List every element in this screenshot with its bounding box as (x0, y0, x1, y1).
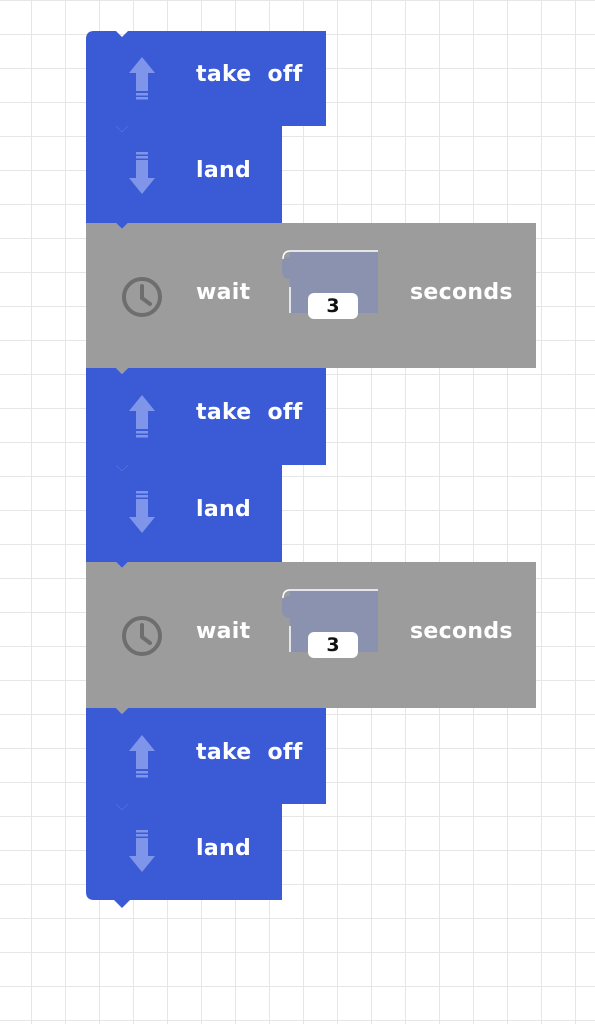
arrow-down-icon (129, 491, 155, 533)
block-shape (86, 368, 326, 471)
arrow-up-icon (129, 395, 155, 438)
arrow-up-icon (129, 57, 155, 100)
block-shape (86, 31, 326, 132)
block-label: wait (196, 619, 251, 644)
take-off-block[interactable]: take off (86, 708, 326, 810)
block-label: take off (196, 62, 303, 87)
unit-label: seconds (410, 619, 513, 644)
wait-block[interactable]: wait 3 seconds (86, 223, 536, 374)
take-off-block[interactable]: take off (86, 368, 326, 471)
block-label: take off (196, 400, 303, 425)
block-shape (86, 708, 326, 810)
seconds-value-field[interactable]: 3 (308, 632, 358, 658)
block-label: land (196, 497, 251, 522)
wait-block[interactable]: wait 3 seconds (86, 562, 536, 714)
arrow-down-icon (129, 152, 155, 194)
clock-icon (122, 277, 162, 317)
number-slot[interactable]: 3 (274, 249, 378, 319)
block-label: land (196, 158, 251, 183)
unit-label: seconds (410, 280, 513, 305)
block-shape (86, 126, 282, 229)
seconds-value-field[interactable]: 3 (308, 293, 358, 319)
block-shape (86, 804, 282, 908)
land-block[interactable]: land (86, 465, 282, 568)
arrow-up-icon (129, 735, 155, 778)
block-label: land (196, 836, 251, 861)
clock-icon (122, 616, 162, 656)
block-shape (86, 465, 282, 568)
land-block[interactable]: land (86, 804, 282, 908)
block-label: wait (196, 280, 251, 305)
arrow-down-icon (129, 830, 155, 872)
number-slot[interactable]: 3 (274, 588, 378, 658)
take-off-block[interactable]: take off (86, 31, 326, 132)
land-block[interactable]: land (86, 126, 282, 229)
block-label: take off (196, 740, 303, 765)
